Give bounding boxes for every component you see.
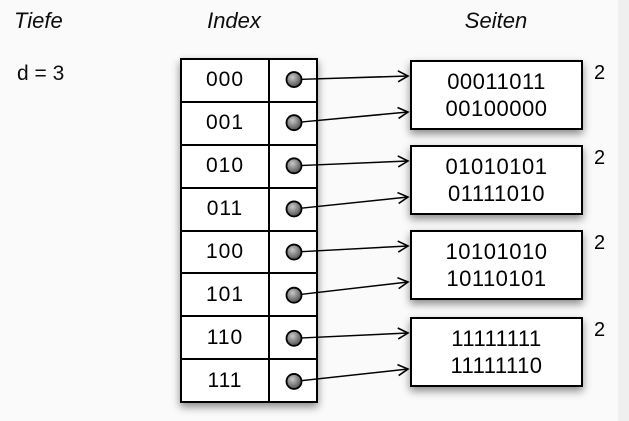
index-entry-label: 001	[182, 102, 270, 144]
index-row-011: 011	[182, 188, 316, 232]
index-entry-label: 100	[182, 231, 270, 273]
index-row-001: 001	[182, 102, 316, 146]
local-depth-label: 2	[594, 147, 606, 169]
pointer-cell	[270, 360, 316, 401]
page-entry: 10101010	[445, 239, 548, 264]
page-entry: 11111110	[450, 353, 543, 378]
global-depth-label: d = 3	[17, 62, 65, 85]
local-depth-label: 2	[594, 62, 606, 84]
pointer-cell	[270, 103, 316, 144]
local-depth-label: 2	[594, 319, 606, 341]
page-entry: 00011011	[447, 69, 546, 94]
column-header-index: Index	[207, 8, 261, 33]
pointer-cell	[270, 146, 316, 187]
index-row-101: 101	[182, 274, 316, 318]
pointer-cell	[270, 60, 316, 101]
index-row-100: 100	[182, 231, 316, 275]
index-entry-label: 000	[182, 60, 270, 101]
page-entry: 11111111	[451, 326, 542, 351]
column-header-seiten: Seiten	[464, 8, 528, 33]
index-entry-label: 010	[182, 145, 270, 187]
pointer-cell	[270, 274, 316, 315]
index-row-111: 111	[182, 360, 316, 401]
index-entry-label: 101	[182, 274, 270, 316]
index-entry-label: 011	[182, 188, 270, 230]
index-row-110: 110	[182, 317, 316, 361]
pointer-cell	[270, 189, 316, 230]
page-entry: 01010101	[445, 154, 548, 179]
index-entry-label: 110	[182, 317, 270, 359]
page-entry: 10110101	[446, 266, 547, 291]
index-row-010: 010	[182, 145, 316, 189]
pointer-cell	[270, 317, 316, 358]
index-row-000: 000	[182, 60, 316, 103]
index-entry-label: 111	[182, 360, 270, 401]
local-depth-label: 2	[594, 232, 606, 254]
right-edge-strip	[618, 0, 629, 421]
pointer-cell	[270, 232, 316, 273]
page-entry: 00100000	[445, 96, 548, 121]
column-header-tiefe: Tiefe	[14, 8, 63, 33]
page-entry: 01111010	[448, 181, 545, 206]
